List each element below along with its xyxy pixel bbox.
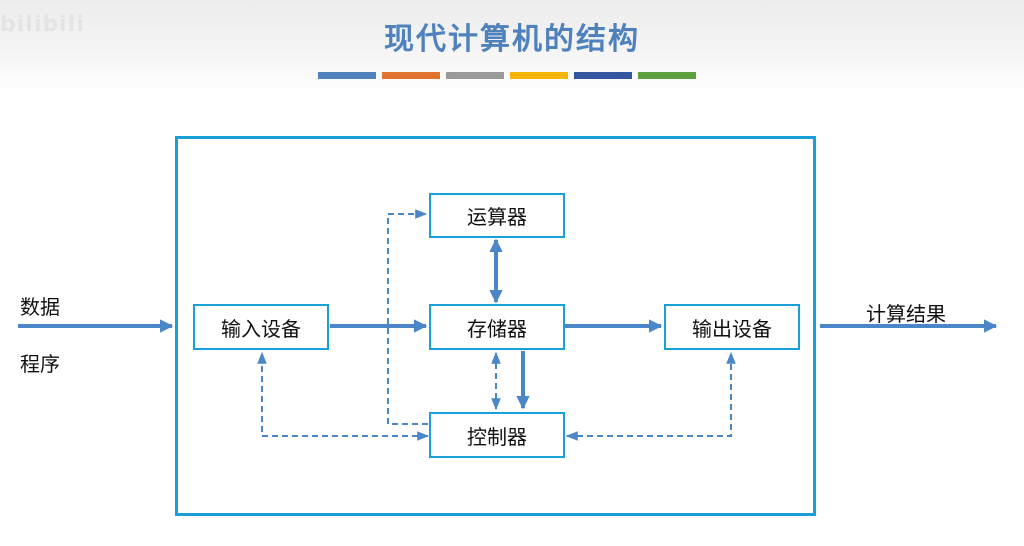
control-node: 控制器 [429,412,565,458]
control-to-input-signal [257,351,430,441]
result-label: 计算结果 [866,302,946,326]
input-device-node: 输入设备 [193,304,329,350]
data-label: 数据 [20,295,60,319]
slide-title: 现代计算机的结构 [384,22,640,57]
program-label: 程序 [20,352,60,376]
accent-bar [638,72,696,79]
control-to-output-signal [565,351,736,441]
accent-bar [318,72,376,79]
header-band [0,0,1024,95]
accent-bar [510,72,568,79]
output-device-node: 输出设备 [664,304,800,350]
alu-node: 运算器 [429,193,565,238]
control-to-alu-signal [387,209,428,425]
watermark-logo: bilibili [0,12,85,37]
accent-bar [446,72,504,79]
memory-node: 存储器 [429,304,565,350]
accent-bar [382,72,440,79]
computer-frame [175,136,816,516]
accent-bar [574,72,632,79]
